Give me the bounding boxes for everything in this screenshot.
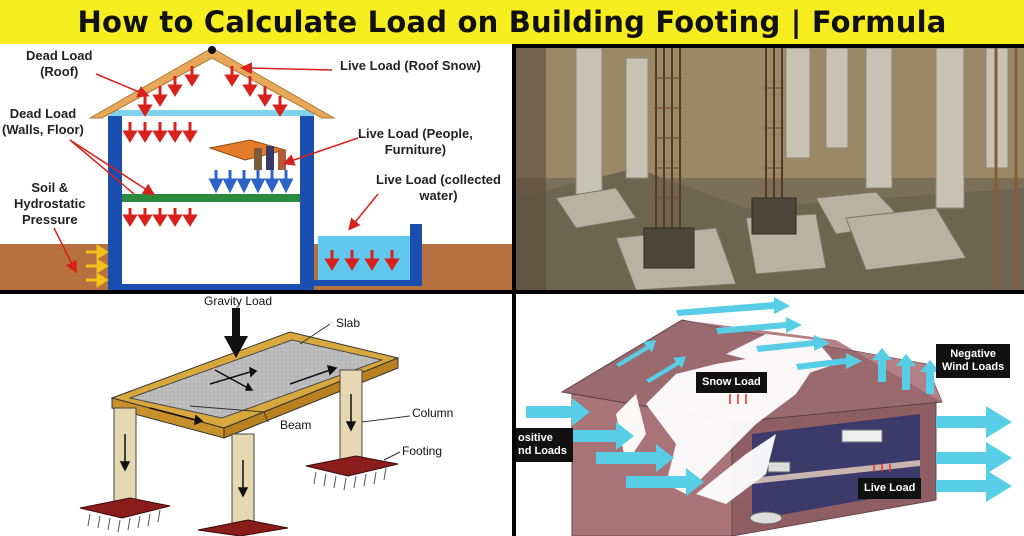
wind-load-drawing xyxy=(526,297,1012,536)
house-right-wall xyxy=(300,112,314,290)
footing xyxy=(305,455,399,477)
dead-load-walls-label: Dead Load (Walls, Floor) xyxy=(2,106,84,137)
snow-load-label: Snow Load xyxy=(696,372,767,393)
structure-drawing xyxy=(79,308,411,536)
negative-wind-label: Negative Wind Loads xyxy=(936,344,1011,378)
house-base xyxy=(108,284,314,290)
gravity-arrow-head xyxy=(224,336,248,358)
footings xyxy=(79,455,399,536)
slab-label: Slab xyxy=(336,316,361,330)
person-icon xyxy=(266,146,274,170)
footing xyxy=(197,519,289,536)
floor-slab xyxy=(122,194,300,202)
roof-ridge-dot xyxy=(208,46,216,54)
live-load-people-label: Live Load (People, Furniture) xyxy=(358,126,473,157)
house-load-drawing xyxy=(0,46,512,290)
beam-label: Beam xyxy=(280,418,312,432)
wall-dead-load-arrows xyxy=(122,122,198,227)
soil-pressure-arrows xyxy=(86,244,109,288)
roof-dead-load-arrows xyxy=(137,66,288,117)
gravity-arrow-shaft xyxy=(232,308,240,338)
leader-lines xyxy=(53,62,379,274)
wind-load-panel: Snow Load Negative Wind Loads ositive nd… xyxy=(516,294,1024,536)
house-left-wall xyxy=(108,112,122,290)
roof xyxy=(88,47,336,119)
live-load-snow-label: Live Load (Roof Snow) xyxy=(340,58,481,73)
person-icon xyxy=(278,150,286,170)
table-icon xyxy=(749,511,783,525)
positive-wind-label: ositive nd Loads xyxy=(516,428,573,462)
person-icon xyxy=(254,148,262,170)
live-load-blue-arrows xyxy=(208,170,294,194)
live-load-water-label: Live Load (collected water) xyxy=(376,172,501,203)
water-tank-wall xyxy=(410,224,422,286)
water-load-arrows xyxy=(324,250,400,271)
title-banner: How to Calculate Load on Building Footin… xyxy=(0,0,1024,44)
roof-wind-arrows xyxy=(616,297,862,383)
footing xyxy=(79,497,171,519)
leeward-wind-arrows xyxy=(936,406,1012,502)
column-label: Column xyxy=(412,406,454,420)
furniture-icon xyxy=(767,461,791,473)
page-title: How to Calculate Load on Building Footin… xyxy=(77,5,947,39)
construction-photo-panel xyxy=(516,48,1024,290)
footing-label: Footing xyxy=(402,444,443,458)
soil-pressure-label: Soil & Hydrostatic Pressure xyxy=(14,180,86,227)
positive-wind-arrows xyxy=(526,398,704,496)
dead-load-roof-label: Dead Load (Roof) xyxy=(26,48,93,79)
house-load-panel: Dead Load (Roof) Dead Load (Walls, Floor… xyxy=(0,44,512,290)
house-roof-ridge xyxy=(682,320,942,402)
ceiling xyxy=(108,110,314,116)
structure-load-panel: Gravity Load Slab Beam Column Footing xyxy=(0,294,512,536)
live-load-label: Live Load xyxy=(858,478,922,499)
gravity-load-label: Gravity Load xyxy=(204,294,273,308)
bed-icon xyxy=(841,429,883,443)
water-tank-base xyxy=(314,280,422,286)
construction-site-photo xyxy=(516,48,1024,290)
negative-wind-up-arrows xyxy=(872,348,940,394)
